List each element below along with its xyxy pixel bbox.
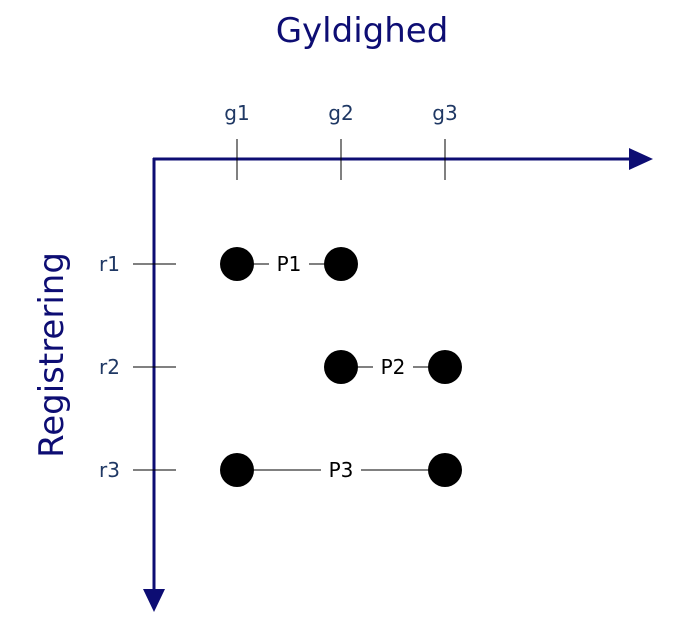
- period-label-P2: P2: [381, 355, 406, 379]
- period-end-dot-P3: [428, 453, 462, 487]
- period-label-P3: P3: [329, 458, 354, 482]
- y-tick-label-r3: r3: [99, 458, 120, 482]
- x-tick-label-g2: g2: [328, 101, 353, 125]
- period-start-dot-P2: [324, 350, 358, 384]
- period-start-dot-P3: [220, 453, 254, 487]
- period-end-dot-P2: [428, 350, 462, 384]
- period-start-dot-P1: [220, 247, 254, 281]
- y-ticks: r1 r2 r3: [99, 252, 176, 482]
- x-tick-label-g1: g1: [224, 101, 249, 125]
- y-axis-arrow-icon: [143, 589, 165, 612]
- y-tick-label-r1: r1: [99, 252, 120, 276]
- x-tick-label-g3: g3: [432, 101, 457, 125]
- y-axis-label: Registrering: [32, 252, 72, 458]
- x-ticks: g1 g2 g3: [224, 101, 458, 180]
- period-label-P1: P1: [277, 252, 302, 276]
- period-end-dot-P1: [324, 247, 358, 281]
- y-tick-label-r2: r2: [99, 355, 120, 379]
- diagram-title: Gyldighed: [276, 11, 449, 51]
- x-axis-arrow-icon: [629, 148, 653, 170]
